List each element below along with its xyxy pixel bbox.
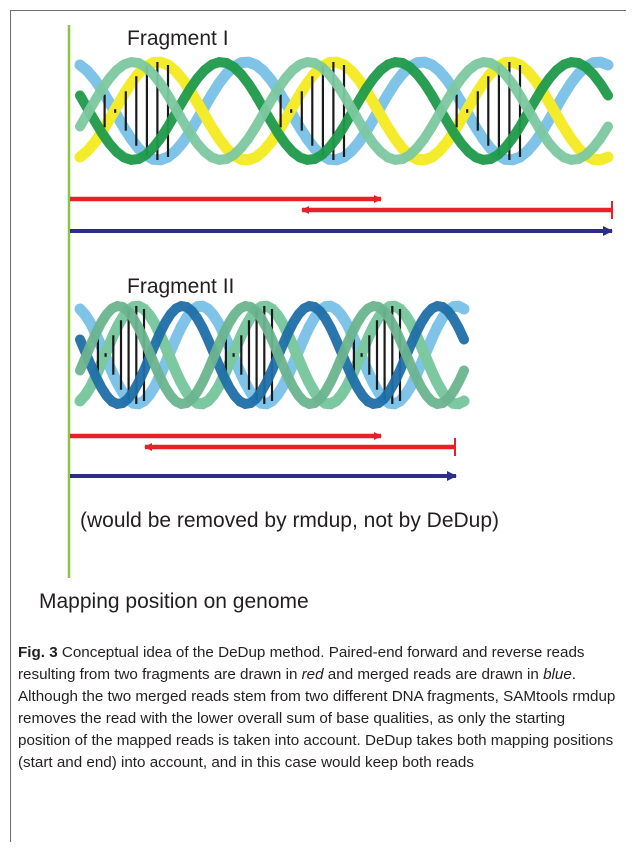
caption-red-word: red — [301, 666, 324, 683]
helix-strand — [75, 57, 613, 165]
fragment-1-label: Fragment I — [127, 27, 229, 50]
figure-frame — [10, 10, 626, 842]
axis-label: Mapping position on genome — [39, 590, 309, 613]
caption-blue-word: blue — [543, 666, 572, 683]
figure-number: Fig. 3 — [18, 644, 58, 661]
fragment-2-label: Fragment II — [127, 275, 234, 298]
helix-strand — [75, 57, 613, 165]
dna-helix-fragment-1 — [74, 56, 614, 166]
fragment-2-reads — [70, 432, 457, 481]
fragment-1-reads — [70, 195, 613, 236]
caption-text-3: . Although the two merged reads stem fro… — [18, 666, 616, 771]
helix-strand — [75, 300, 469, 410]
dna-helix-fragment-2 — [74, 300, 470, 410]
figure-caption: Fig. 3 Conceptual idea of the DeDup meth… — [18, 642, 618, 774]
helix-strand — [75, 300, 469, 410]
rmdup-note: (would be removed by rmdup, not by DeDup… — [80, 509, 499, 532]
caption-text-2: and merged reads are drawn in — [323, 666, 544, 683]
caption-text-1: Conceptual idea of the DeDup method. Pai… — [18, 644, 585, 683]
